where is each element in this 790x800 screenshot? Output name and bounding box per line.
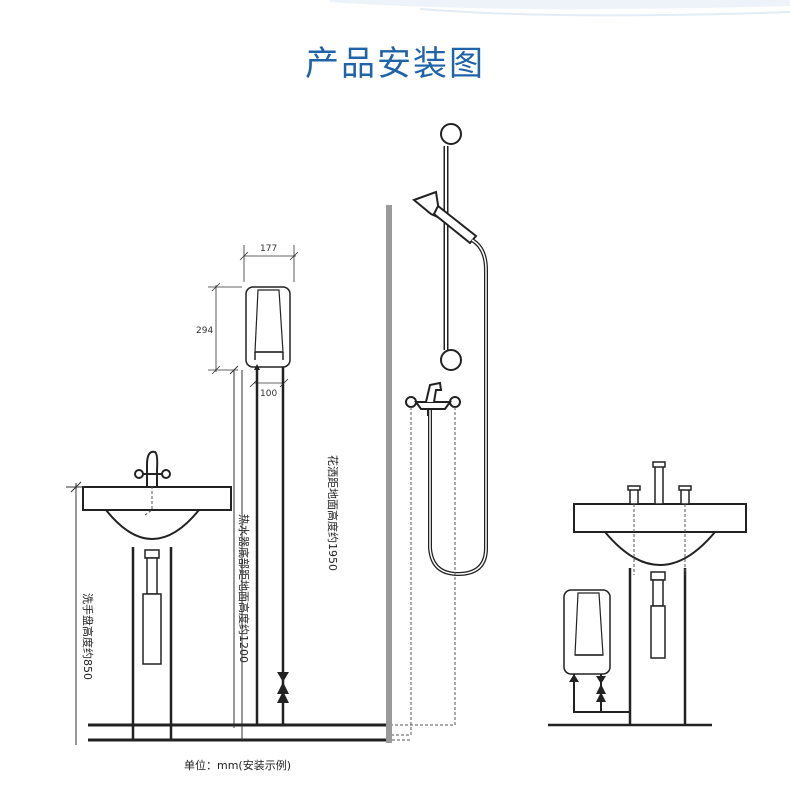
shower-mixer: [405, 381, 461, 416]
basin-height-dimension: [66, 481, 85, 745]
page-title: 产品安装图: [305, 44, 485, 84]
under-sink-heater: [563, 589, 611, 675]
right-basin-faucet: [627, 461, 692, 505]
under-sink-arrows: [569, 674, 606, 702]
pipe-spacing-value: 100: [260, 389, 277, 399]
right-basin: [573, 503, 747, 566]
wall: [386, 205, 392, 743]
shower-rail: [440, 123, 462, 371]
top-decorative-band: [330, 0, 790, 17]
shower-height-label: 花洒距地面高度约1950: [326, 455, 340, 571]
right-basin-hidden-pipes: [633, 504, 686, 575]
right-basin-pedestal: [628, 568, 687, 725]
unit-note: 单位：mm(安装示例): [184, 759, 292, 772]
left-basin: [82, 486, 232, 540]
floor-pipes: [88, 723, 388, 742]
heater-bottom-dimension: [229, 365, 239, 728]
heater-width-dimension: [239, 245, 299, 282]
heater-height-dimension: [208, 282, 242, 375]
heater-bottom-label: 热水器底部距地面高度约1200: [237, 514, 251, 663]
left-basin-hidden-pipes: [144, 486, 153, 516]
shower-dashed-pipes: [392, 407, 456, 741]
basin-height-label: 洗手盘高度约850: [81, 593, 95, 680]
heater-height-value: 294: [196, 326, 213, 336]
left-basin-pedestal: [131, 547, 173, 740]
right-basin-drain: [650, 571, 666, 659]
shower-hose: [428, 238, 488, 577]
left-basin-faucet: [134, 450, 171, 486]
shower-head: [412, 190, 478, 245]
left-basin-drain: [142, 549, 162, 665]
heater-width-value: 177: [260, 244, 277, 254]
water-heater: [245, 286, 291, 368]
heater-inlet-arrows: [254, 364, 289, 703]
heater-pipes: [255, 367, 285, 725]
